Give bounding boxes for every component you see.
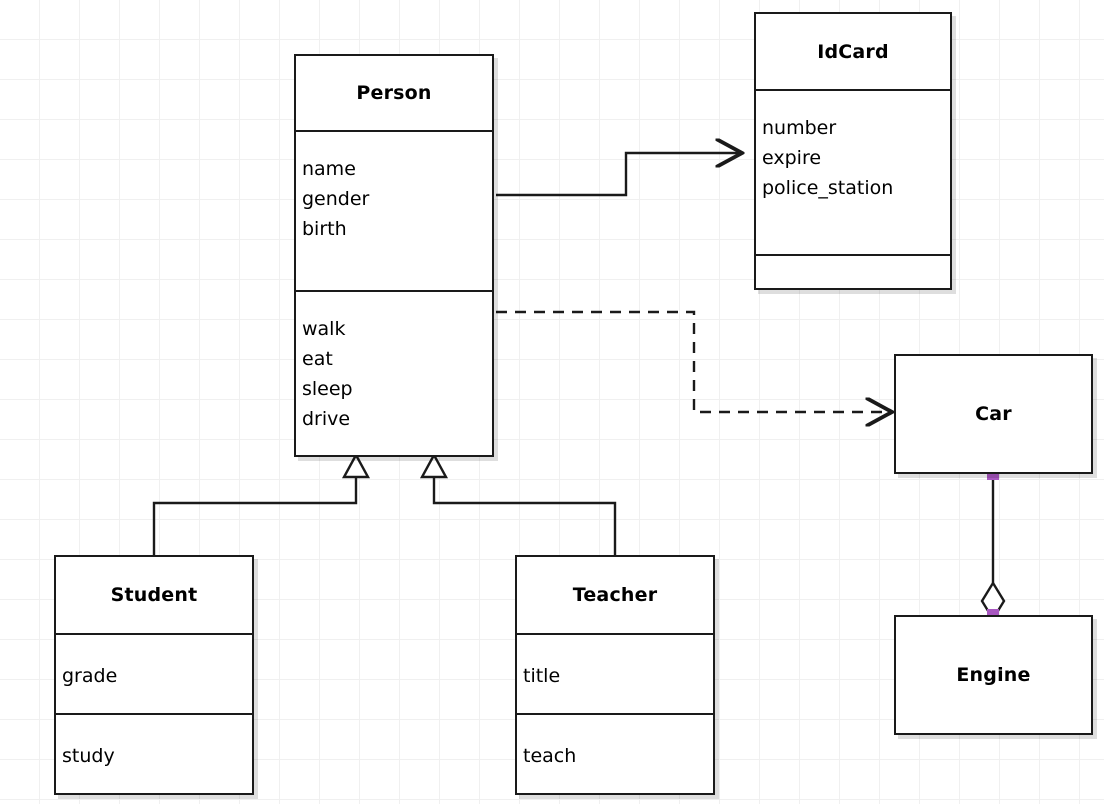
class-title-student: Student [56,557,252,633]
class-methods-student: study [56,713,252,793]
edge-person-car[interactable] [496,310,892,412]
attribute-item: gender [302,188,370,210]
class-title-car: Car [896,356,1091,472]
class-name-label: IdCard [817,40,889,63]
class-attributes-idcard: number expire police_station [756,89,950,254]
class-name-label: Person [356,82,432,104]
edge-teacher-person[interactable] [419,452,617,556]
class-box-teacher[interactable]: Teacher title teach [515,555,715,795]
method-item: eat [302,348,333,370]
edge-person-idcard[interactable] [496,153,742,197]
class-attributes-student: grade [56,633,252,713]
attribute-item: grade [62,665,118,687]
attribute-item: expire [762,147,822,169]
attribute-item: title [523,665,561,687]
attribute-item: police_station [762,177,894,199]
class-title-person: Person [296,56,492,130]
attribute-item: name [302,158,356,180]
class-box-car[interactable]: Car [894,354,1093,474]
class-title-engine: Engine [896,617,1091,733]
class-name-label: Car [975,403,1012,425]
attribute-item: number [762,117,837,139]
method-item: walk [302,318,346,340]
class-name-label: Engine [956,664,1031,686]
class-box-engine[interactable]: Engine [894,615,1093,735]
class-name-label: Teacher [572,584,658,606]
edge-student-person[interactable] [152,452,371,556]
class-attributes-teacher: title [517,633,713,713]
edge-car-engine[interactable] [980,474,1006,622]
class-attributes-person: name gender birth [296,130,492,290]
class-title-teacher: Teacher [517,557,713,633]
method-item: study [62,745,115,767]
class-name-label: Student [110,584,198,606]
class-methods-teacher: teach [517,713,713,793]
class-methods-idcard [756,254,950,288]
class-methods-person: walk eat sleep drive [296,290,492,455]
method-item: teach [523,745,577,767]
class-box-idcard[interactable]: IdCard number expire police_station [754,12,952,290]
class-box-person[interactable]: Person name gender birth walk eat sleep … [294,54,494,457]
method-item: sleep [302,378,353,400]
attribute-item: birth [302,218,347,240]
class-box-student[interactable]: Student grade study [54,555,254,795]
class-title-idcard: IdCard [756,14,950,89]
method-item: drive [302,408,351,430]
